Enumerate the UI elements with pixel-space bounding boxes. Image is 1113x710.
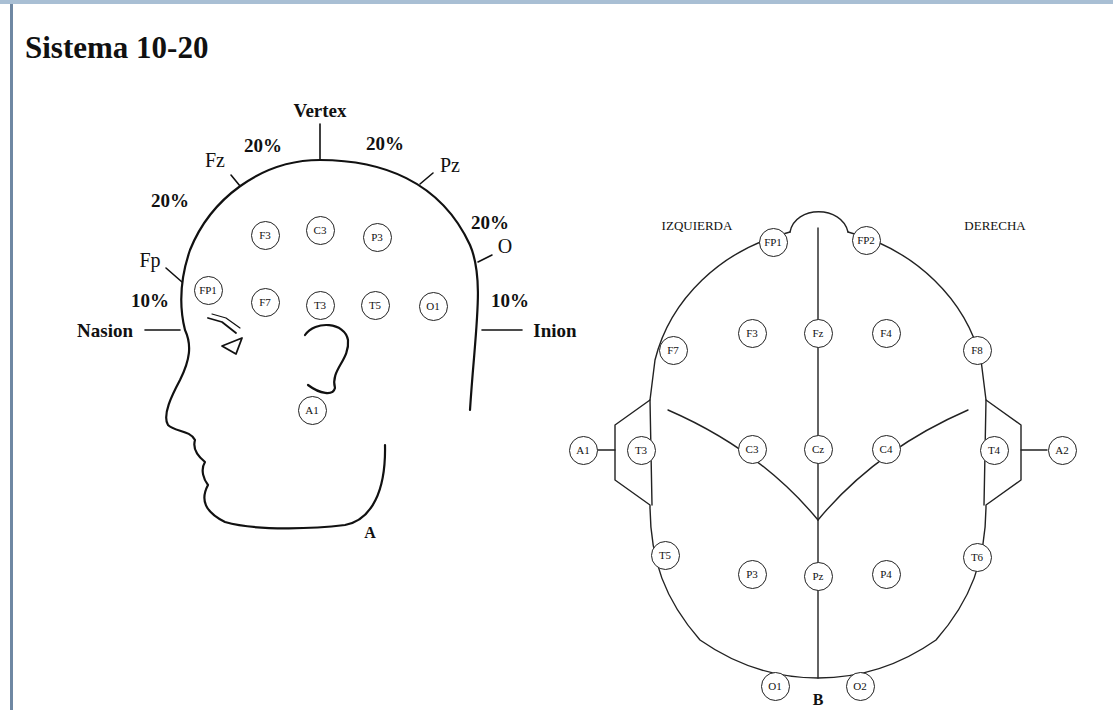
electrode-circle: F7 (251, 288, 280, 317)
leader-line (145, 329, 180, 331)
central-sulcus-line (668, 410, 818, 520)
title: Sistema 10-20 (25, 32, 208, 63)
leader-line (319, 124, 321, 160)
scalp-label: 10% (491, 291, 529, 310)
electrode-label: T6 (971, 552, 983, 563)
scalp-label: 20% (471, 213, 509, 232)
electrode-label: P3 (746, 569, 758, 580)
scalp-label: 20% (151, 191, 189, 210)
electrode-circle: F8 (963, 336, 992, 365)
electrode-circle: A1 (298, 396, 327, 425)
electrode-label: P3 (371, 232, 383, 243)
leader-line (478, 255, 492, 262)
electrode-circle: Fz (804, 319, 833, 348)
scalp-label: 20% (366, 134, 404, 153)
scalp-label: Vertex (293, 101, 346, 120)
electrode-circle: F3 (738, 319, 767, 348)
electrode-label: O1 (426, 301, 439, 312)
electrode-circle: P3 (738, 560, 767, 589)
electrode-circle: P3 (363, 223, 392, 252)
electrode-circle: FP1 (194, 276, 223, 305)
electrode-label: F4 (880, 328, 892, 339)
scalp-label: O (498, 236, 512, 256)
electrode-circle: A2 (1048, 436, 1077, 465)
electrode-label: A1 (305, 405, 318, 416)
electrode-label: O2 (853, 681, 866, 692)
leader-line (166, 268, 182, 282)
electrode-circle: T6 (963, 543, 992, 572)
electrode-label: F3 (746, 328, 758, 339)
electrode-label: Cz (812, 444, 824, 455)
electrode-label: O1 (768, 681, 781, 692)
nose-outline (790, 212, 848, 232)
slide-frame-top (0, 0, 1113, 4)
electrode-label: FP1 (199, 285, 217, 296)
electrode-circle: T4 (980, 436, 1009, 465)
central-sulcus-line (818, 410, 968, 520)
electrode-label: A1 (576, 445, 589, 456)
electrode-label: T3 (635, 445, 647, 456)
electrode-circle: C3 (738, 435, 767, 464)
electrode-label: T5 (659, 550, 671, 561)
electrode-label: F7 (667, 345, 679, 356)
scalp-label: Nasion (77, 321, 133, 340)
electrode-label: T5 (369, 300, 381, 311)
electrode-label: FP1 (764, 237, 782, 248)
electrode-label: T4 (988, 445, 1000, 456)
electrode-circle: Cz (804, 435, 833, 464)
eye (222, 338, 242, 354)
scalp-label: 10% (131, 291, 169, 310)
electrode-label: P4 (880, 569, 892, 580)
electrode-circle: A1 (569, 436, 598, 465)
electrode-circle: T3 (306, 291, 335, 320)
electrode-label: F8 (971, 345, 983, 356)
scalp-label: IZQUIERDA (662, 219, 733, 232)
ear-lead (1021, 449, 1047, 450)
electrode-label: A2 (1055, 445, 1068, 456)
scalp-label: 20% (244, 136, 282, 155)
electrode-label: Fz (813, 328, 824, 339)
electrode-circle: FP2 (852, 226, 881, 255)
leader-line (482, 329, 522, 331)
scalp-label: A (364, 525, 376, 541)
electrode-circle: F7 (659, 336, 688, 365)
electrode-circle: F3 (251, 221, 280, 250)
electrode-label: C3 (746, 444, 759, 455)
electrode-label: C4 (880, 444, 893, 455)
scalp-label: B (813, 692, 824, 708)
electrode-circle: C3 (306, 216, 335, 245)
scalp-label: Fp (139, 250, 160, 270)
electrode-circle: T5 (651, 541, 680, 570)
electrode-label: F7 (259, 297, 271, 308)
electrode-circle: T3 (627, 436, 656, 465)
eyebrow (212, 314, 240, 328)
scalp-label: Inion (533, 321, 576, 340)
electrode-label: FP2 (857, 235, 875, 246)
head-profile (166, 160, 478, 528)
scalp-label: DERECHA (964, 219, 1025, 232)
electrode-label: F3 (259, 230, 271, 241)
electrode-circle: O1 (419, 292, 448, 321)
leader-line (420, 173, 433, 184)
ear (305, 325, 348, 393)
electrode-label: T3 (314, 300, 326, 311)
electrode-circle: F4 (872, 319, 901, 348)
leader-line (231, 175, 240, 186)
electrode-circle: Pz (804, 562, 833, 591)
electrode-circle: T5 (361, 291, 390, 320)
electrode-label: Pz (813, 571, 824, 582)
electrode-circle: P4 (872, 560, 901, 589)
slide-frame-left (10, 4, 13, 710)
electrode-label: C3 (314, 225, 327, 236)
ear-lead (598, 449, 615, 450)
electrode-circle: C4 (872, 435, 901, 464)
eyebrow (208, 318, 236, 333)
electrode-circle: O2 (846, 672, 875, 701)
electrode-circle: O1 (761, 672, 790, 701)
electrode-circle: FP1 (759, 228, 788, 257)
scalp-label: Pz (440, 155, 460, 175)
scalp-label: Fz (205, 150, 225, 170)
